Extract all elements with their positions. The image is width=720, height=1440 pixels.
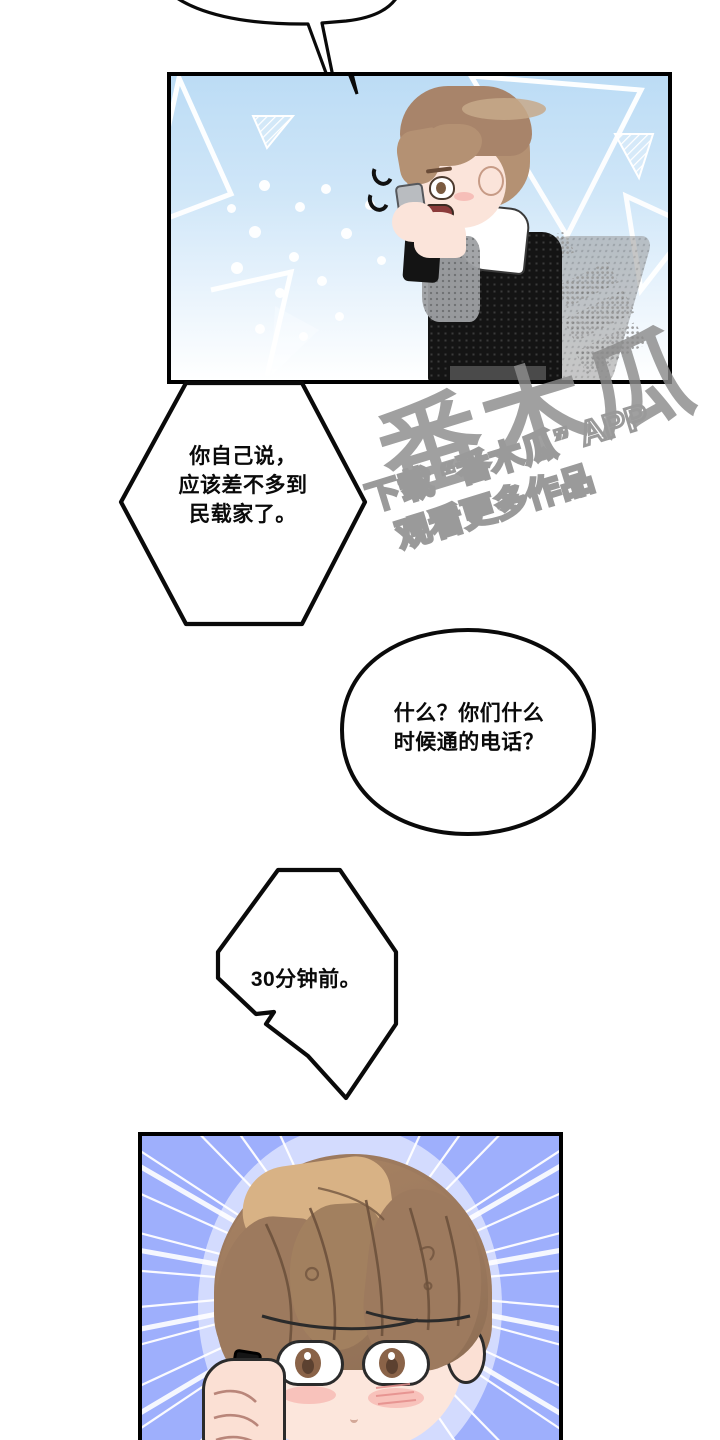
top-bubble-tail-overlap <box>348 76 359 95</box>
hex-speech-bubble-2 <box>215 867 399 1101</box>
watermark-line-2: 观看更多作品 <box>390 458 599 557</box>
blush <box>454 192 474 201</box>
eye <box>429 176 455 200</box>
watermark-line-1: 下载 “番木瓜” APP <box>360 395 654 520</box>
eye-glint <box>388 1352 395 1360</box>
bg-dot <box>299 332 308 341</box>
bg-dot <box>365 200 375 210</box>
pants <box>450 366 546 380</box>
top-partial-speech-bubble <box>177 0 397 113</box>
bg-dot <box>321 184 331 194</box>
ear <box>478 166 504 196</box>
panel-two-character <box>170 1144 542 1440</box>
panel-one-background-shapes <box>171 76 668 377</box>
bg-dot <box>377 256 386 265</box>
ellipse-bubble-text: 什么？你们什么 时候通的电话？ <box>393 702 545 754</box>
hand-holding-phone <box>202 1358 286 1440</box>
nose <box>350 1410 358 1423</box>
bg-dot <box>227 204 236 213</box>
bg-dot <box>231 262 243 274</box>
eye-glint <box>304 1352 311 1360</box>
iris-right <box>379 1348 405 1378</box>
bg-dot <box>289 252 299 262</box>
ellipse-speech-bubble <box>340 628 596 836</box>
comic-panel-two <box>138 1132 563 1440</box>
bg-dot <box>255 324 265 334</box>
pupil-right <box>386 1358 398 1374</box>
blush-hatch-lines <box>375 1383 417 1405</box>
hand-finger-lines <box>213 1389 259 1440</box>
hair-highlight <box>462 98 546 120</box>
hex-bubble-1-text: 你自己说， 应该差不多到 民载家了。 <box>178 445 308 526</box>
blush-left <box>282 1386 336 1404</box>
bg-dot <box>335 312 344 321</box>
comic-panel-one <box>167 72 672 384</box>
bg-dot <box>259 180 270 191</box>
bg-dot <box>275 288 285 298</box>
eye-right <box>362 1340 430 1386</box>
hair-strand-lines <box>261 1186 471 1359</box>
panel-one-hatched-triangles <box>251 115 655 181</box>
hex-bubble-2-text: 30分钟前。 <box>250 968 362 991</box>
bg-dot <box>317 276 327 286</box>
iris-left <box>295 1348 321 1378</box>
hand <box>392 202 434 242</box>
panel-one-character <box>364 84 654 380</box>
bg-dot <box>249 226 261 238</box>
hex-speech-bubble-1 <box>118 380 368 627</box>
bg-dot <box>295 202 305 212</box>
pupil <box>436 182 446 194</box>
bg-dot <box>341 228 352 239</box>
pupil-left <box>302 1358 314 1374</box>
